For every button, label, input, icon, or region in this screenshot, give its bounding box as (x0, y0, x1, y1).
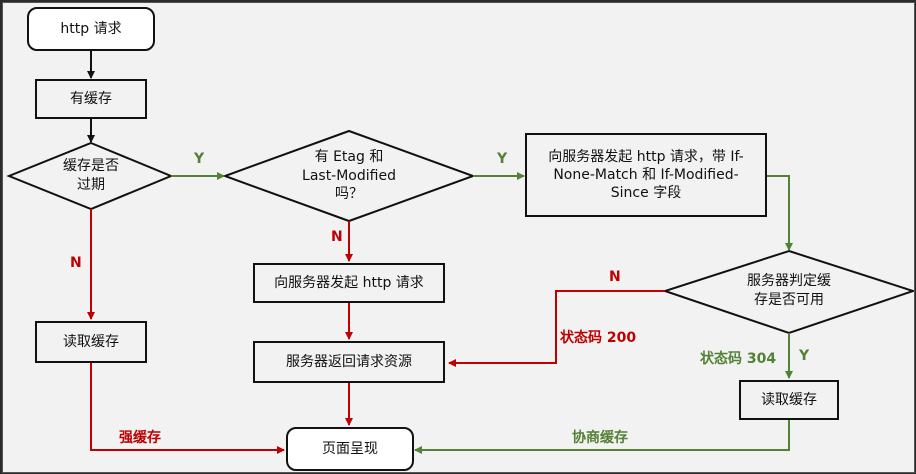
label-y-etag: Y (497, 151, 508, 167)
node-page-render-text: 页面呈现 (322, 440, 378, 457)
node-send-request-text: 向服务器发起 http 请求 (274, 274, 424, 291)
node-http-request: http 请求 (27, 7, 155, 51)
node-has-cache-text: 有缓存 (70, 90, 112, 107)
flowchart-connectors (6, 51, 914, 454)
label-n-judge: N (609, 269, 621, 285)
label-status-304: 状态码 304 (700, 351, 777, 367)
node-request-with-headers-line1: 向服务器发起 http 请求，带 If- (548, 148, 744, 165)
node-request-with-headers: 向服务器发起 http 请求，带 If- None-Match 和 If-Mod… (525, 133, 767, 217)
label-negotiate-cache: 协商缓存 (572, 430, 628, 446)
node-server-return: 服务器返回请求资源 (253, 341, 445, 383)
label-n-expired: N (70, 255, 82, 271)
node-read-cache-left: 读取缓存 (35, 321, 147, 363)
node-server-return-text: 服务器返回请求资源 (286, 353, 412, 370)
node-send-request: 向服务器发起 http 请求 (253, 263, 445, 303)
node-request-with-headers-line3: Since 字段 (610, 185, 682, 202)
node-page-render: 页面呈现 (286, 427, 414, 471)
diamond-has-etag (222, 129, 476, 223)
label-y-judge: Y (799, 348, 810, 364)
label-strong-cache: 强缓存 (119, 430, 161, 446)
arrow-read-cache-to-page-negotiate (414, 418, 790, 454)
node-read-cache-left-text: 读取缓存 (63, 333, 119, 350)
diamond-server-judge (661, 249, 914, 335)
node-read-cache-right-text: 读取缓存 (761, 391, 817, 408)
node-has-cache: 有缓存 (35, 79, 147, 119)
arrow-judge-200-to-return (448, 290, 665, 367)
arrow-read-cache-to-page-strong (90, 361, 285, 454)
arrow-request-to-server-judge (766, 175, 793, 251)
node-read-cache-right: 读取缓存 (739, 380, 839, 420)
diamond-cache-expired (6, 141, 174, 211)
label-n-etag: N (331, 229, 343, 245)
node-http-request-text: http 请求 (60, 20, 122, 37)
node-request-with-headers-line2: None-Match 和 If-Modified- (553, 166, 739, 183)
label-status-200: 状态码 200 (560, 330, 637, 346)
label-y-expired: Y (194, 151, 205, 167)
